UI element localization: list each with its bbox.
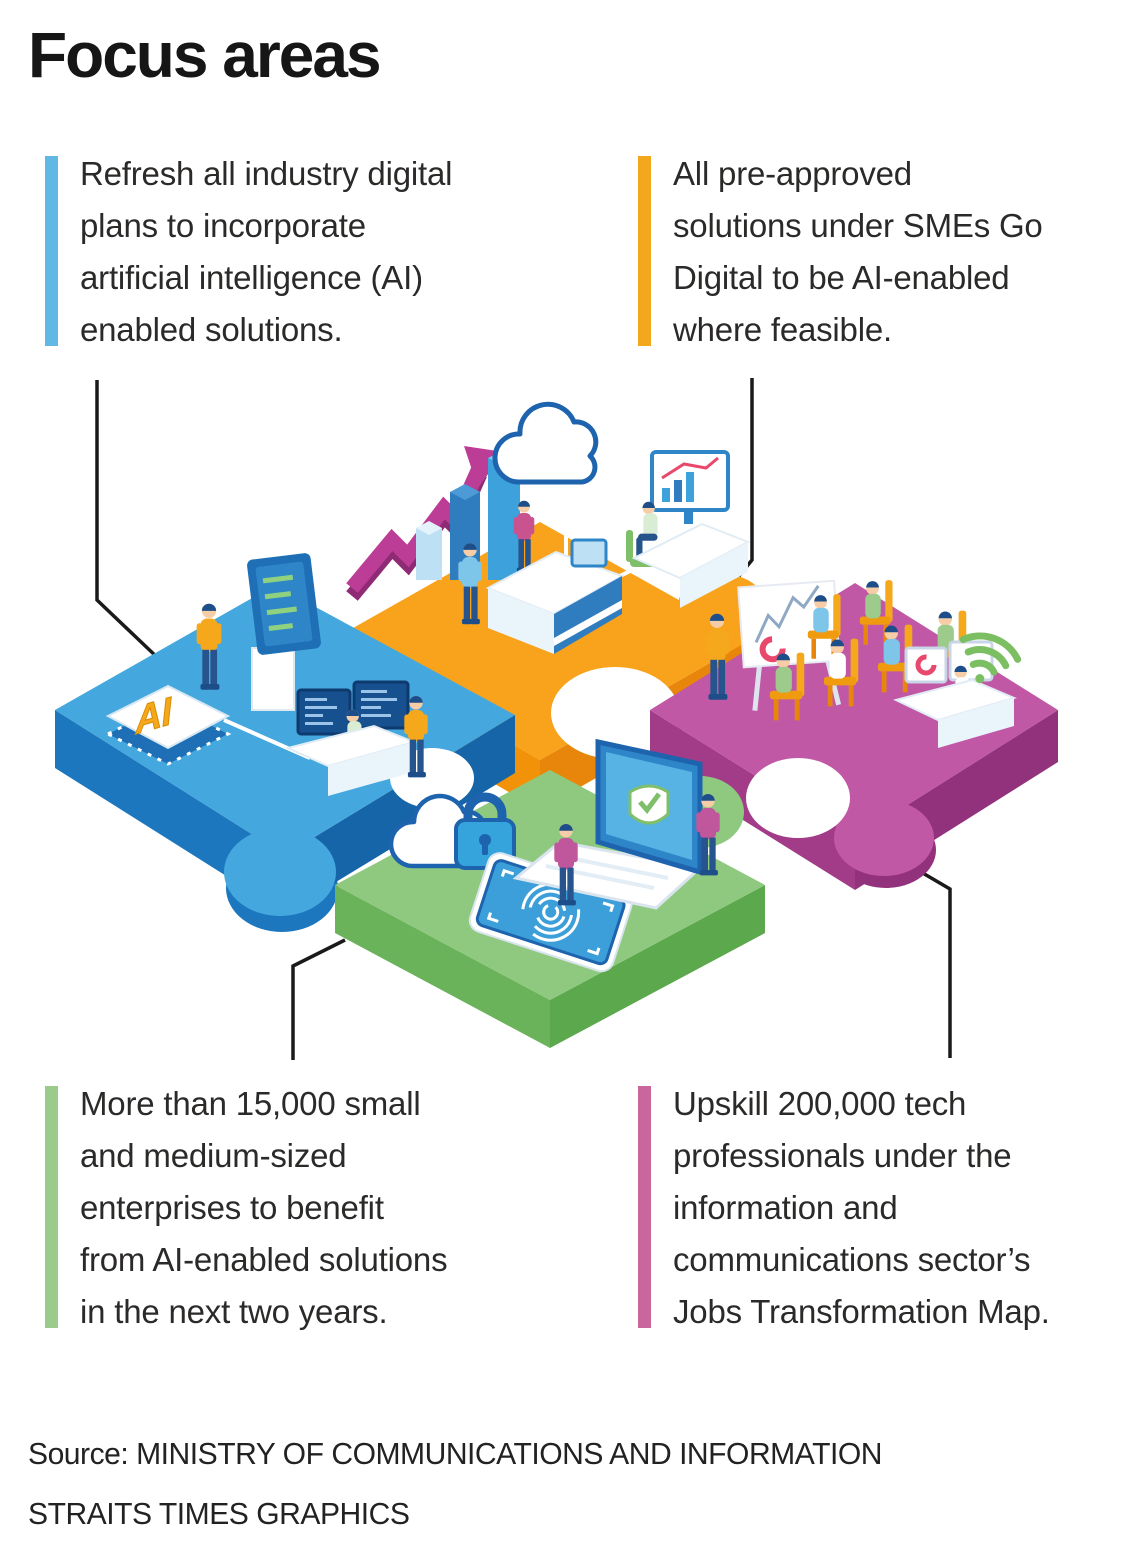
green-puzzle-piece bbox=[335, 738, 765, 1048]
focus-item-industry-digital-plans: Refresh all industry digital plans to in… bbox=[45, 148, 565, 356]
shield-laptop-icon bbox=[512, 738, 720, 910]
developer-workstation bbox=[284, 680, 428, 796]
wifi-icon bbox=[959, 632, 1022, 684]
analytics-workstation bbox=[626, 450, 751, 608]
connector-bottom-left bbox=[291, 938, 346, 1060]
focus-item-upskill-tech-professionals: Upskill 200,000 tech professionals under… bbox=[638, 1078, 1128, 1338]
focus-item-text: More than 15,000 small and medium-sized … bbox=[80, 1085, 448, 1330]
accent-bar-green bbox=[45, 1086, 58, 1328]
accent-bar-orange bbox=[638, 156, 651, 346]
focus-item-sme-benefit: More than 15,000 small and medium-sized … bbox=[45, 1078, 565, 1338]
accent-bar-pink bbox=[638, 1086, 651, 1328]
focus-item-text: All pre-approved solutions under SMEs Go… bbox=[673, 155, 1043, 348]
orange-puzzle-piece bbox=[332, 401, 768, 810]
cloud-icon bbox=[492, 401, 599, 485]
ai-chip-icon: AI bbox=[104, 684, 232, 766]
reception-desk bbox=[458, 500, 625, 654]
accent-bar-blue bbox=[45, 156, 58, 346]
cloud-lock-icon bbox=[388, 792, 516, 870]
focus-item-pre-approved-solutions: All pre-approved solutions under SMEs Go… bbox=[638, 148, 1118, 356]
puzzle-notch bbox=[746, 758, 850, 838]
page-title: Focus areas bbox=[28, 19, 382, 91]
kiosk-screen bbox=[196, 553, 321, 711]
code-monitor bbox=[296, 688, 352, 736]
presentation-monitor bbox=[904, 646, 948, 684]
puzzle-notch bbox=[551, 667, 679, 759]
focus-item-text: Refresh all industry digital plans to in… bbox=[80, 155, 453, 348]
focus-item-text: Upskill 200,000 tech professionals under… bbox=[673, 1085, 1050, 1330]
blue-puzzle-piece: AI bbox=[55, 553, 515, 932]
code-monitor bbox=[352, 680, 410, 730]
magenta-puzzle-piece bbox=[650, 579, 1058, 890]
trainer-desk bbox=[893, 640, 1017, 748]
shield-check-icon bbox=[628, 784, 670, 825]
source-credit: Source: MINISTRY OF COMMUNICATIONS AND I… bbox=[28, 1436, 882, 1531]
connector-top-left bbox=[95, 380, 162, 662]
